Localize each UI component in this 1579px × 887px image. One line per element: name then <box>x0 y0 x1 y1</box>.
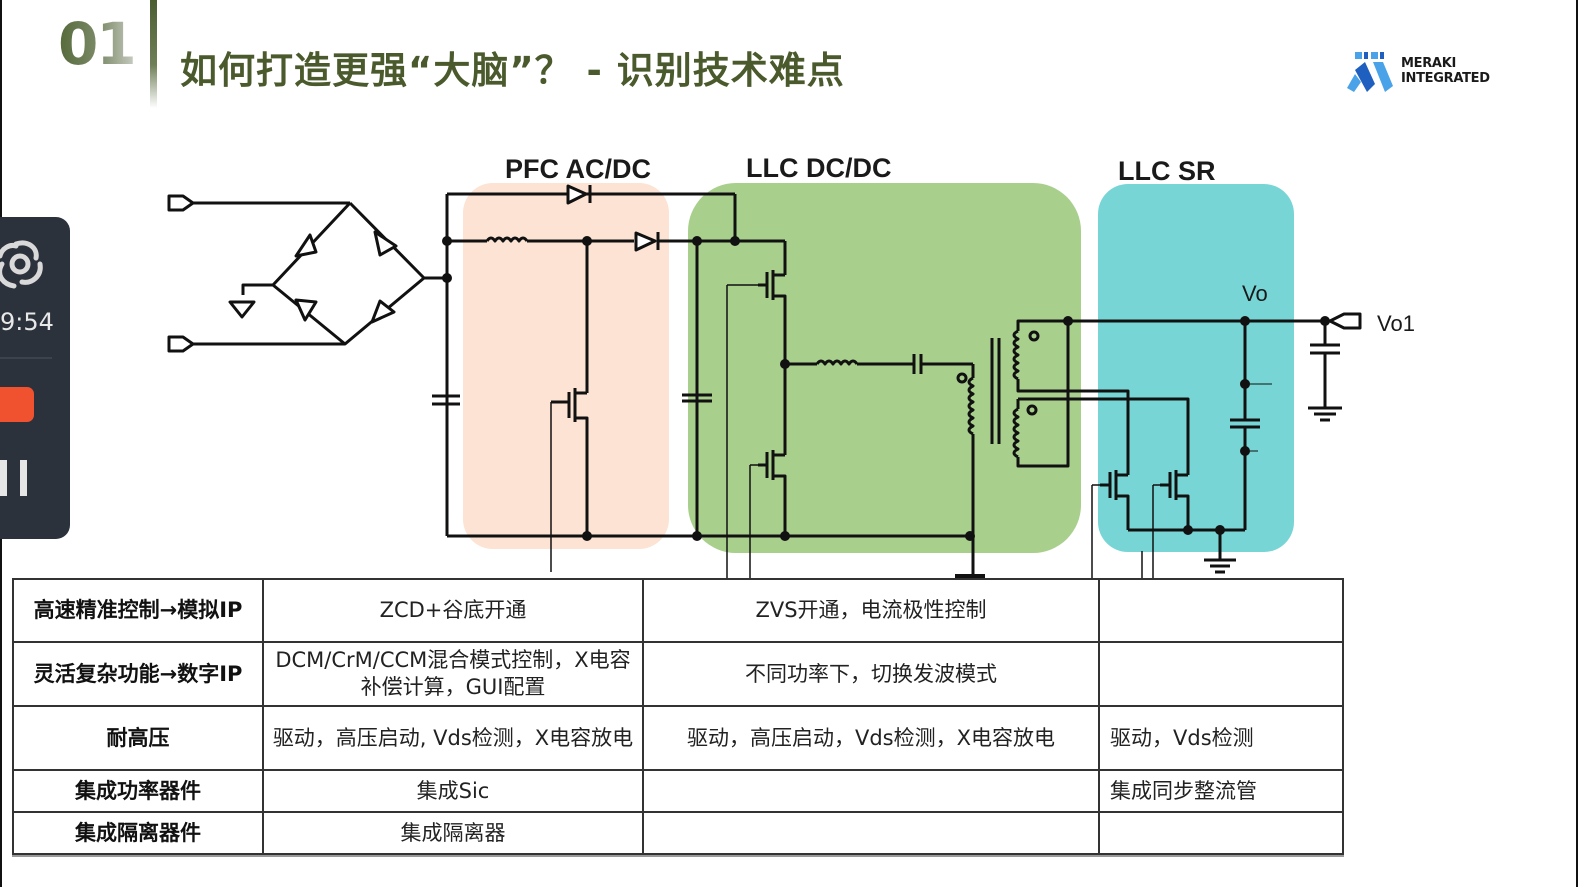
table-row: 集成隔离器件 集成隔离器 <box>12 811 1344 855</box>
table-row: 灵活复杂功能→数字IP DCM/CrM/CCM混合模式控制，X电容补偿计算，GU… <box>12 641 1344 707</box>
power-circuit-schematic: PFC AC/DC LLC DC/DC LLC SR <box>167 153 1415 578</box>
vo-node-label: Vo <box>1242 281 1268 306</box>
row-header: 灵活复杂功能→数字IP <box>12 641 264 707</box>
stop-record-button[interactable] <box>0 387 34 422</box>
screen-edge-right <box>1576 0 1578 887</box>
page-title: 如何打造更强“大脑”？ - 识别技术难点 <box>180 49 845 92</box>
transformer-primary <box>967 376 975 436</box>
sr-cell: 驱动，Vds检测 <box>1098 705 1344 771</box>
ground-symbol-bridge <box>228 300 256 319</box>
pfc-block-region <box>463 183 669 549</box>
llc-block-label: LLC DC/DC <box>746 153 891 183</box>
llc-cell: 不同功率下，切换发波模式 <box>642 641 1100 707</box>
table-row: 高速精准控制→模拟IP ZCD+谷底开通 ZVS开通，电流极性控制 <box>12 578 1344 643</box>
sr-cell <box>1098 578 1344 643</box>
llc-cell <box>642 811 1100 855</box>
table-row: 耐高压 驱动，高压启动, Vds检测，X电容放电 驱动，高压启动，Vds检测，X… <box>12 705 1344 771</box>
ac-input-terminal-top <box>167 194 195 212</box>
sr-cell: 集成同步整流管 <box>1098 769 1344 813</box>
pfc-cell: ZCD+谷底开通 <box>262 578 644 643</box>
row-header: 耐高压 <box>12 705 264 771</box>
pause-button[interactable] <box>0 460 34 498</box>
resonant-inductor <box>815 359 859 366</box>
llc-cell: 驱动，高压启动，Vds检测，X电容放电 <box>642 705 1100 771</box>
llc-cell <box>642 769 1100 813</box>
screen-recorder-widget[interactable] <box>0 217 70 539</box>
ground-symbol-output <box>1308 406 1342 422</box>
ac-input-terminal-bottom <box>167 335 195 353</box>
logo-line-1: MERAKI <box>1401 56 1456 71</box>
junction-dots <box>442 236 1330 541</box>
pfc-cell: DCM/CrM/CCM混合模式控制，X电容补偿计算，GUI配置 <box>262 641 644 707</box>
pfc-cell: 集成Sic <box>262 769 644 813</box>
logo-line-2: INTEGRATED <box>1401 71 1490 86</box>
row-header: 集成隔离器件 <box>12 811 264 855</box>
slide-number: 01 <box>58 10 137 78</box>
sr-cell <box>1098 811 1344 855</box>
company-logo: MERAKI INTEGRATED <box>1345 48 1490 94</box>
llc-block-region <box>688 183 1081 553</box>
row-header: 集成功率器件 <box>12 769 264 813</box>
row-header: 高速精准控制→模拟IP <box>12 578 264 643</box>
vo1-output-terminal <box>1328 312 1362 330</box>
pfc-block-label: PFC AC/DC <box>505 154 651 184</box>
technical-difficulty-table: 高速精准控制→模拟IP ZCD+谷底开通 ZVS开通，电流极性控制 灵活复杂功能… <box>12 578 1344 855</box>
pause-icon-bar-left <box>0 460 7 496</box>
transformer-secondary-top <box>1012 329 1020 381</box>
pfc-inductor <box>485 236 529 243</box>
ground-symbol-sr <box>1204 558 1236 574</box>
sr-block-label: LLC SR <box>1118 156 1216 186</box>
transformer-secondary-bottom <box>1012 407 1020 459</box>
recorder-divider <box>0 357 52 359</box>
title-divider <box>150 0 157 108</box>
llc-cell: ZVS开通，电流极性控制 <box>642 578 1100 643</box>
table-row: 集成功率器件 集成Sic 集成同步整流管 <box>12 769 1344 813</box>
recording-elapsed-time: 9:54 <box>0 308 54 336</box>
sr-cell <box>1098 641 1344 707</box>
pfc-cell: 驱动，高压启动, Vds检测，X电容放电 <box>262 705 644 771</box>
meraki-logo-icon <box>1347 52 1393 92</box>
openai-swirl-icon[interactable] <box>0 238 46 294</box>
pause-icon-bar-right <box>20 460 27 496</box>
vo1-node-label: Vo1 <box>1377 311 1415 336</box>
pfc-cell: 集成隔离器 <box>262 811 644 855</box>
